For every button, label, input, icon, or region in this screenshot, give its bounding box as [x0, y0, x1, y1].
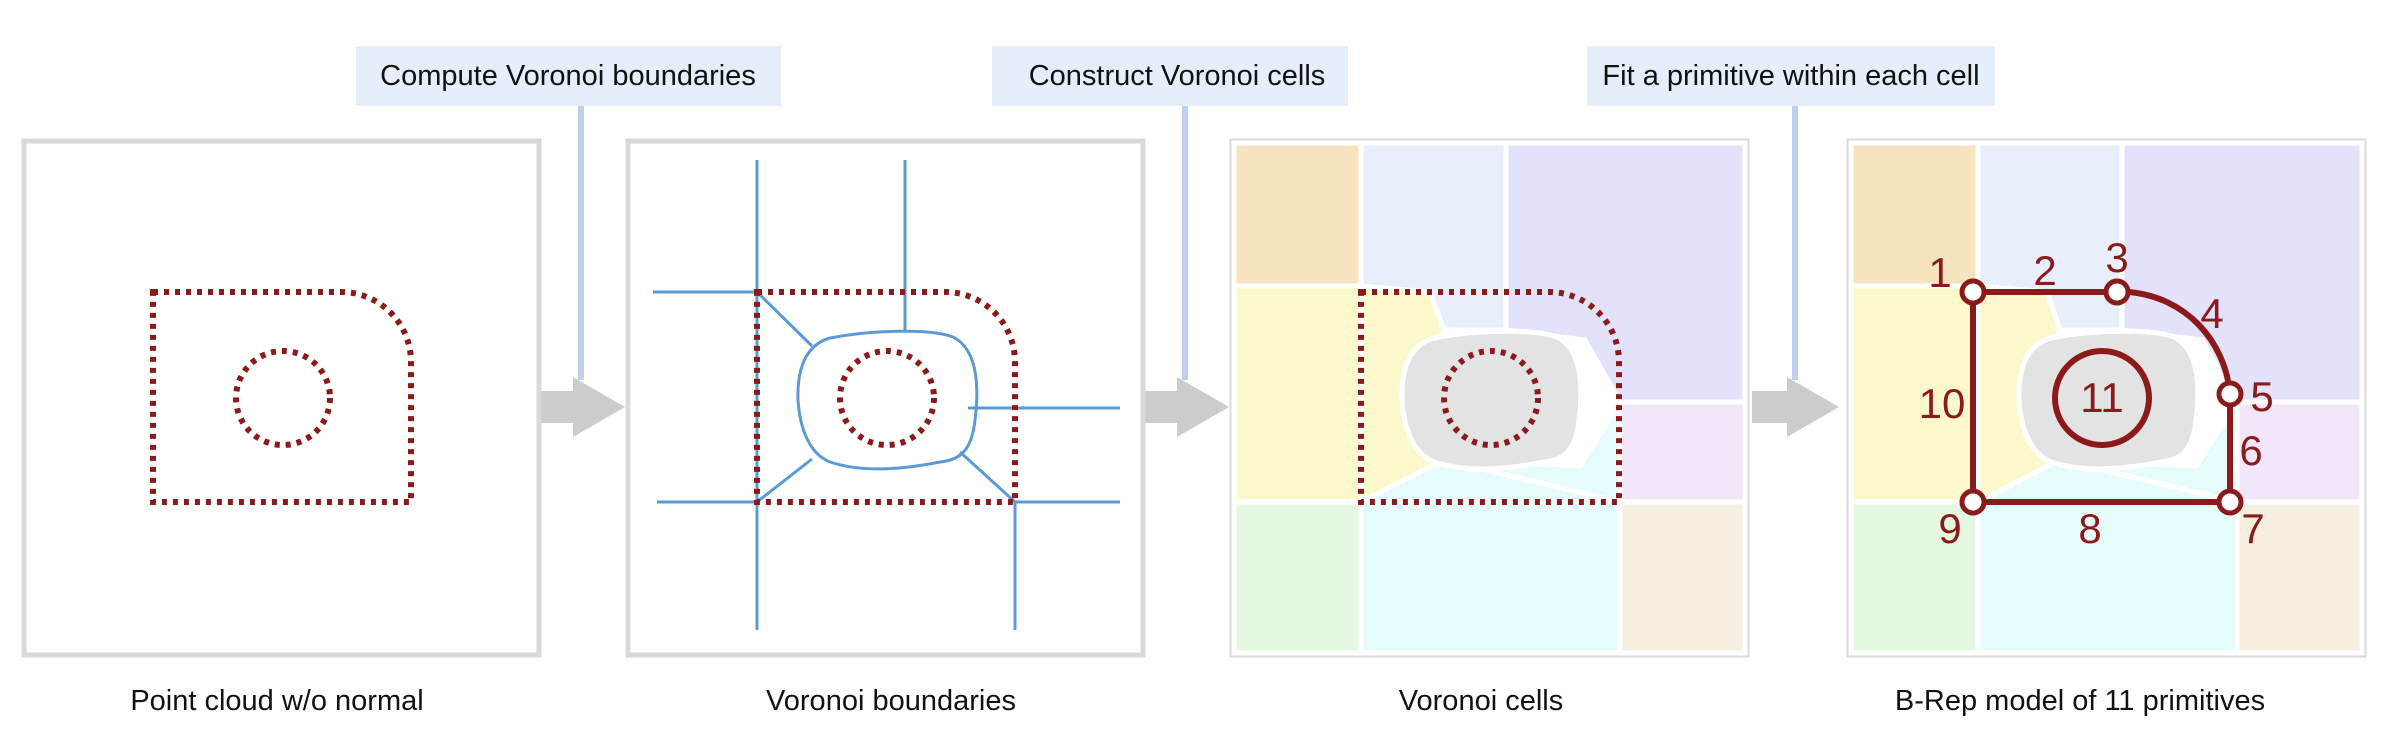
voronoi-cells: [1231, 140, 1748, 656]
primitive-number-3: 3: [2105, 234, 2128, 281]
primitive-number-1: 1: [1928, 249, 1951, 296]
primitive-number-7: 7: [2241, 505, 2264, 552]
step-callout-1: Compute Voronoi boundaries: [356, 46, 781, 380]
caption-brep-model: B-Rep model of 11 primitives: [1895, 685, 2265, 717]
arrow-3: [1752, 377, 1839, 437]
step-callout-3: Fit a primitive within each cell: [1587, 46, 1995, 380]
caption-voronoi-cells: Voronoi cells: [1399, 685, 1563, 717]
primitive-number-9: 9: [1938, 505, 1961, 552]
panel-voronoi-cells: [1229, 138, 1750, 658]
primitive-number-2: 2: [2033, 247, 2056, 294]
caption-voronoi-boundaries: Voronoi boundaries: [766, 685, 1016, 717]
brep-edges: [1970, 289, 2233, 505]
primitive-numbers: 1 2 3 4 5 6 7 8 9 10 11: [1919, 234, 2274, 552]
primitive-number-5: 5: [2250, 373, 2273, 420]
primitive-number-6: 6: [2239, 427, 2262, 474]
central-cell: [1399, 328, 1584, 472]
caption-point-cloud: Point cloud w/o normal: [130, 685, 423, 717]
step-callout-2: Construct Voronoi cells: [992, 46, 1348, 380]
panel-point-cloud: [21, 138, 542, 658]
primitive-number-11: 11: [2080, 374, 2124, 421]
panel-voronoi-boundaries: [625, 138, 1146, 658]
primitive-number-8: 8: [2078, 505, 2101, 552]
arrow-1: [538, 377, 625, 437]
step-label-compute: Compute Voronoi boundaries: [380, 60, 756, 92]
brep-vertices: [1959, 278, 2244, 516]
primitive-circle: [2052, 348, 2152, 448]
primitive-number-10: 10: [1919, 380, 1966, 427]
panel-brep-model: 1 2 3 4 5 6 7 8 9 10 11: [1846, 138, 2367, 658]
arrow-2: [1142, 377, 1229, 437]
primitive-number-4: 4: [2200, 290, 2223, 337]
step-label-construct: Construct Voronoi cells: [1029, 60, 1326, 92]
outer-point-curve: [150, 289, 414, 505]
step-label-fit: Fit a primitive within each cell: [1602, 60, 1979, 92]
inner-point-circle: [233, 348, 333, 448]
